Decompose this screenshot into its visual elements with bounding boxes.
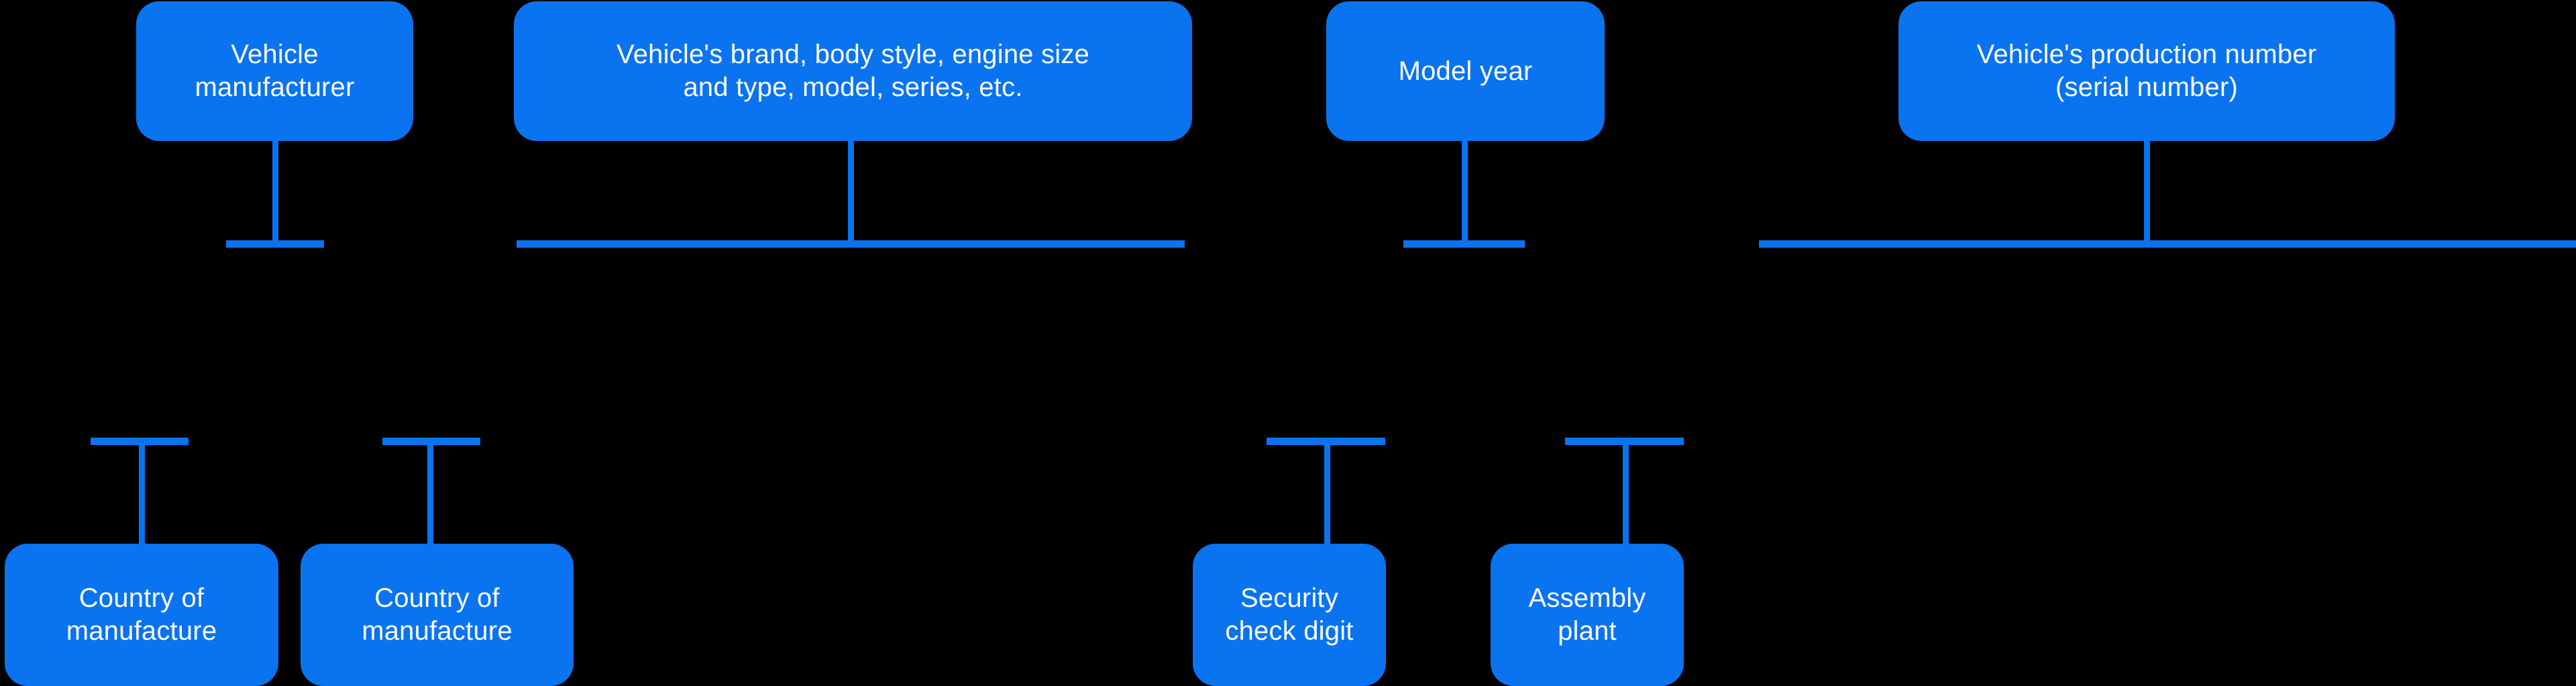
connector-stem-top-0 [272,141,278,240]
node-country-of-manufacture-2[interactable]: Country of manufacture [301,544,574,686]
node-security-check-digit[interactable]: Security check digit [1193,544,1386,686]
node-model-year[interactable]: Model year [1326,1,1605,141]
connector-stem-bottom-0 [139,438,145,544]
node-country-of-manufacture-1[interactable]: Country of manufacture [5,544,278,686]
node-assembly-plant[interactable]: Assembly plant [1491,544,1684,686]
node-vehicle-descriptor[interactable]: Vehicle's brand, body style, engine size… [514,1,1192,141]
connector-stem-bottom-3 [1623,438,1629,544]
connector-stem-bottom-1 [427,438,433,544]
node-production-number[interactable]: Vehicle's production number (serial numb… [1898,1,2395,141]
connector-stem-top-2 [1462,141,1468,240]
connector-stem-top-3 [2144,141,2150,240]
connector-bar-top-0 [226,240,324,248]
node-vehicle-manufacturer[interactable]: Vehicle manufacturer [136,1,413,141]
connector-bar-top-2 [1403,240,1525,248]
connector-stem-bottom-2 [1324,438,1330,544]
connector-stem-top-1 [848,141,854,240]
connector-bar-top-3 [1759,240,2576,248]
connector-bar-top-1 [517,240,1185,248]
